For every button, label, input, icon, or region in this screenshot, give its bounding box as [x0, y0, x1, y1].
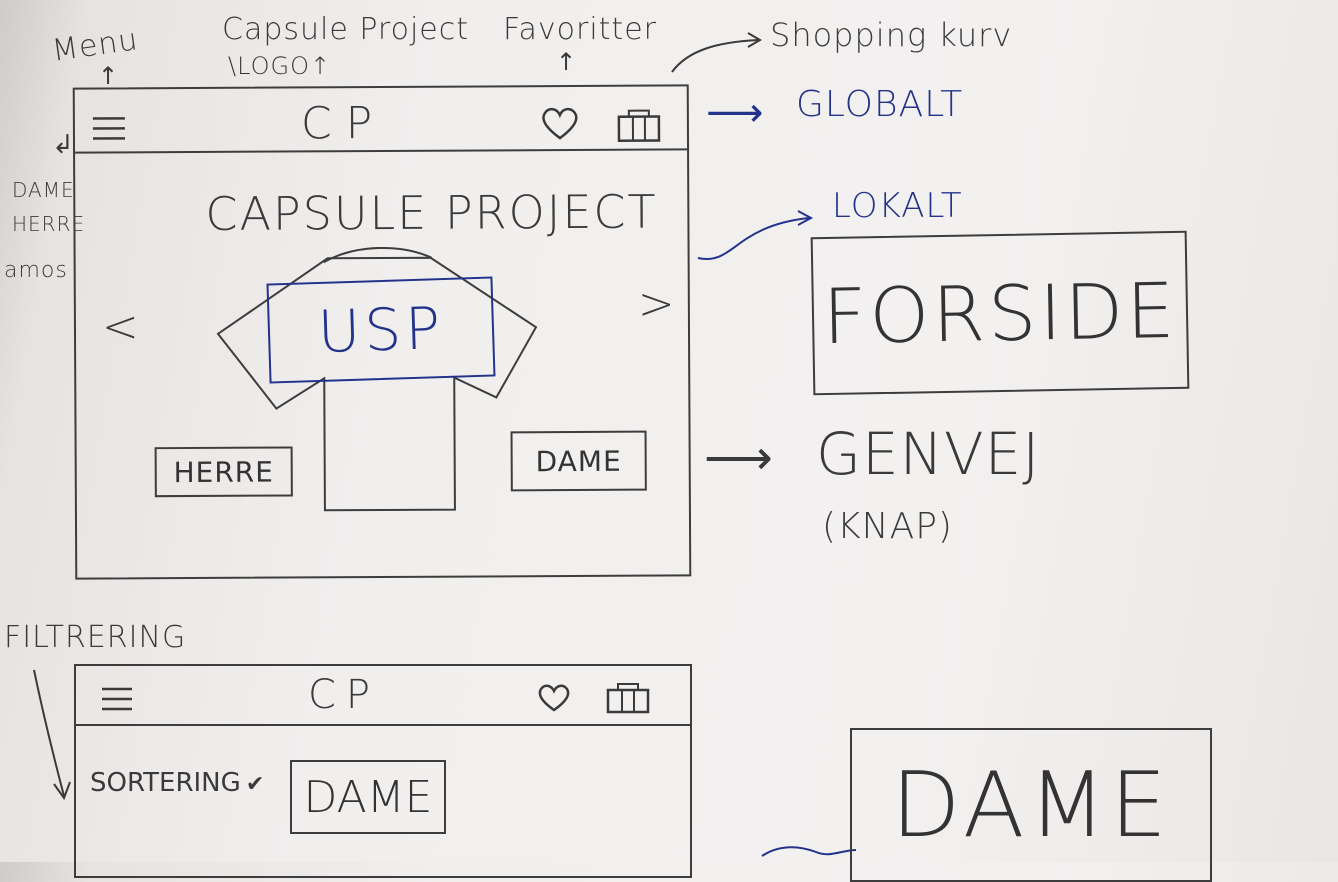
menu-icon[interactable]: [91, 115, 127, 145]
annotation-globalt: GLOBALT: [796, 84, 964, 125]
logo[interactable]: CP: [308, 672, 381, 718]
carousel-next[interactable]: >: [637, 278, 675, 330]
side-arrow-icon: ↲: [52, 130, 74, 160]
carousel-prev[interactable]: <: [101, 301, 139, 353]
side-menu-dame: DAME: [12, 178, 75, 202]
globalt-arrow-icon: ⟶: [706, 90, 764, 136]
wireframe-frontpage: CP CAPSULE PROJECT USP < > HERRE DAME: [72, 84, 692, 580]
filtrering-arrow-icon: [33, 669, 71, 801]
global-header-2: CP: [76, 666, 690, 726]
forside-page-label: FORSIDE: [810, 230, 1190, 396]
annotation-logo-sub: \LOGO↑: [228, 52, 332, 80]
lokalt-arrow-icon: [697, 210, 814, 261]
sortering-label: SORTERING: [90, 768, 241, 798]
dame-button-label: DAME: [535, 444, 622, 478]
hero-title: CAPSULE PROJECT: [205, 184, 658, 241]
annotation-genvej: GENVEJ: [816, 420, 1041, 488]
shopping-pointer-arrow-icon: [671, 32, 762, 73]
sortering-dropdown[interactable]: SORTERING ✔: [90, 768, 264, 798]
blue-scribble-icon: [761, 846, 857, 857]
bag-icon[interactable]: [615, 103, 663, 147]
wireframe-dame-page: CP SORTERING ✔ DAME: [74, 664, 692, 878]
genvej-arrow-icon: ⟶: [704, 430, 773, 486]
heart-icon[interactable]: [536, 682, 572, 716]
heart-icon[interactable]: [539, 105, 581, 145]
herre-shortcut-button[interactable]: HERRE: [154, 446, 293, 498]
favorites-pointer-arrow-icon: ↑: [556, 48, 577, 76]
chevron-down-icon: ✔: [245, 772, 265, 797]
annotation-knap: (KNAP): [822, 506, 953, 547]
annotation-shopping: Shopping kurv: [770, 16, 1013, 54]
annotation-menu: Menu: [49, 22, 141, 69]
logo[interactable]: CP: [300, 97, 387, 150]
dame-shortcut-button[interactable]: DAME: [510, 430, 647, 492]
dame-category-tag: DAME: [290, 760, 446, 834]
dame-tag-label: DAME: [303, 771, 433, 823]
usp-box: USP: [266, 276, 496, 384]
menu-icon[interactable]: [100, 686, 134, 716]
dame-page-label: DAME: [850, 728, 1212, 882]
side-menu-herre: HERRE: [12, 212, 86, 236]
tshirt-illustration: [216, 246, 538, 512]
global-header: CP: [74, 86, 688, 154]
menu-pointer-arrow-icon: ↑: [98, 62, 119, 90]
annotation-filtrering: FILTRERING: [4, 620, 187, 655]
dame-label-text: DAME: [891, 752, 1171, 858]
usp-label: USP: [316, 294, 446, 366]
forside-text: FORSIDE: [821, 265, 1179, 361]
annotation-favorites: Favoritter: [503, 12, 657, 47]
annotation-logo: Capsule Project: [222, 12, 469, 47]
herre-button-label: HERRE: [173, 455, 274, 489]
side-menu-amos: amos: [4, 258, 68, 283]
annotation-lokalt: LOKALT: [832, 186, 963, 226]
bag-icon[interactable]: [606, 678, 650, 718]
